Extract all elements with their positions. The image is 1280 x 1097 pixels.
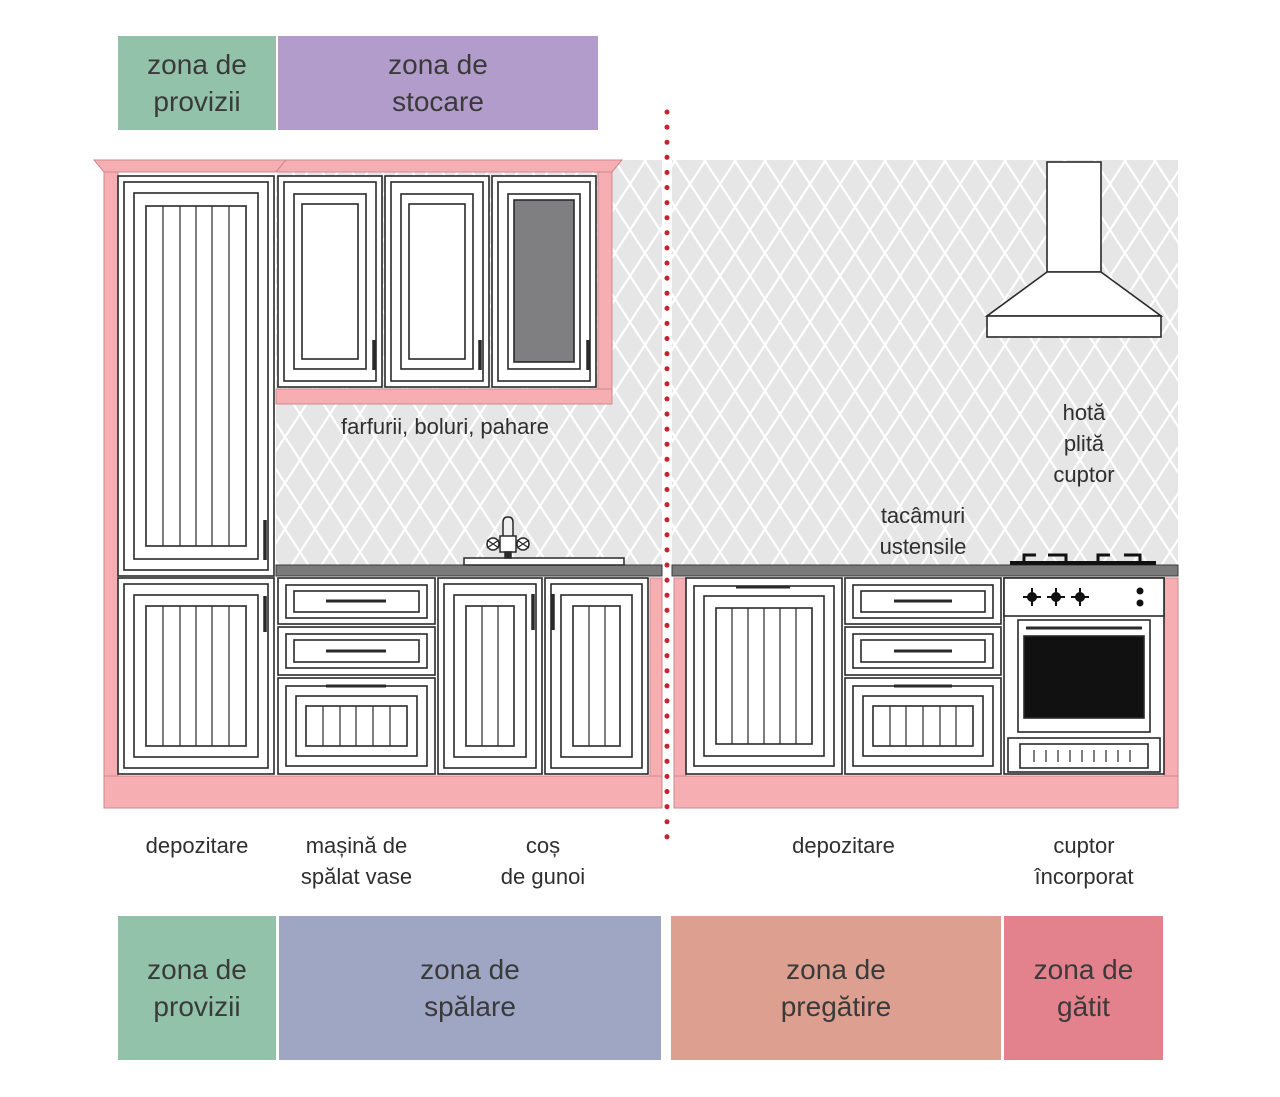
label-cooking-appliances: hotă plită cuptor: [1053, 400, 1115, 487]
dishwasher-unit: [277, 577, 436, 775]
gas-burner-icon: [1010, 553, 1156, 565]
bottom-zone-gatit-text: zona de gătit: [1033, 954, 1134, 1022]
storage-base-unit: [685, 577, 843, 775]
countertop-left: [275, 564, 663, 577]
oven-knob-icon: [1023, 587, 1144, 607]
cutlery-drawers: [844, 577, 1002, 775]
top-zone-provizii: zona de provizii: [118, 36, 276, 130]
label-storage-left: depozitare: [145, 833, 249, 858]
label-dishwasher: mașină de spălat vase: [300, 833, 413, 889]
label-storage-right: depozitare: [792, 833, 895, 858]
bottom-zone-spalare-text: zona de spălare: [420, 954, 520, 1022]
bottom-zone-gatit: zona de gătit: [1004, 916, 1163, 1060]
wall-cabinets: [277, 175, 597, 388]
sink-faucet-icon: [463, 516, 625, 566]
label-trash: coș de gunoi: [500, 833, 586, 889]
bottom-zone-provizii: zona de provizii: [118, 916, 276, 1060]
cabinet-frames: [92, 159, 1179, 809]
bottom-zone-spalare: zona de spălare: [279, 916, 661, 1060]
bottom-zone-pregatire: zona de pregătire: [671, 916, 1001, 1060]
pantry-unit: [117, 175, 275, 775]
label-wall-cabinets: farfurii, boluri, pahare: [341, 414, 549, 439]
bottom-zone-provizii-text: zona de provizii: [147, 954, 247, 1022]
built-in-oven: [1003, 577, 1165, 775]
top-zone-stocare-text: zona de stocare: [388, 49, 488, 117]
countertop-right: [671, 564, 1179, 577]
label-cutlery: tacâmuri ustensile: [879, 503, 967, 559]
label-built-in-oven: cuptor încorporat: [1034, 833, 1134, 889]
trash-cabinet: [437, 577, 649, 775]
range-hood-icon: [984, 161, 1164, 338]
top-zone-provizii-text: zona de provizii: [147, 49, 247, 117]
top-zone-stocare: zona de stocare: [278, 36, 598, 130]
bottom-zone-pregatire-text: zona de pregătire: [780, 954, 892, 1022]
